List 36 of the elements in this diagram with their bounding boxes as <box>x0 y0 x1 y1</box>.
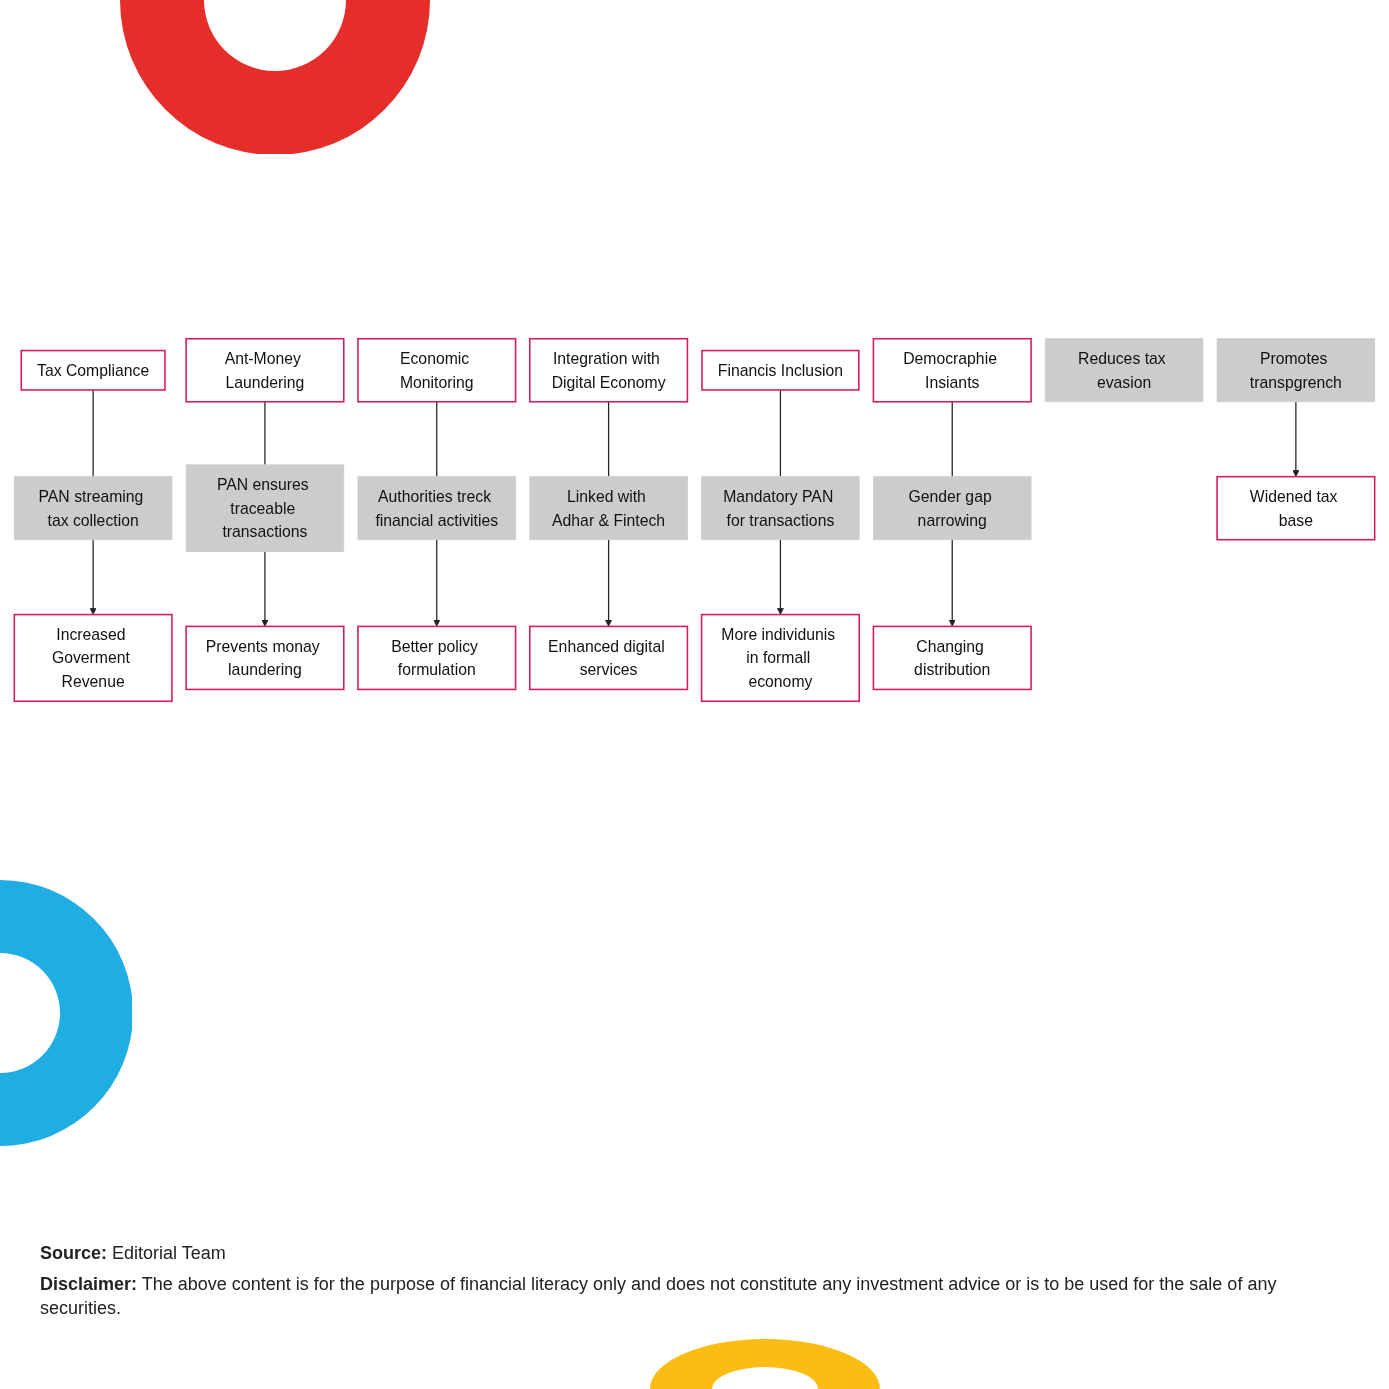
node-box: Integration with Digital Economy <box>529 337 689 403</box>
node-box: Better policy formulation <box>357 625 517 691</box>
node-box: Enhanced digital services <box>529 625 689 691</box>
node-box: Promotes transpgrench <box>1216 338 1376 403</box>
arrow <box>605 539 613 627</box>
node-box: Tax Compliance <box>20 349 166 391</box>
arrow <box>1292 401 1300 477</box>
connector <box>436 401 438 478</box>
node-box: Gender gap narrowing <box>873 476 1032 541</box>
disclaimer-note: Disclaimer: The above content is for the purpose of financial literacy only and does not constitute any investment advice or is to be used for the sale of any securities. <box>40 1273 1278 1320</box>
arrow <box>948 539 956 627</box>
arrow <box>433 539 441 627</box>
node-box: Reduces tax evasion <box>1044 338 1204 403</box>
arrow <box>89 539 97 615</box>
connector <box>951 401 953 478</box>
node-box: Linked with Adhar & Fintech <box>529 476 688 541</box>
node-box: Ant-Money Laundering <box>185 337 345 403</box>
source-note: Source: Editorial Team <box>40 1242 227 1265</box>
node-box: Authorities treck financial activities <box>357 476 516 541</box>
node-box: Democraphie Insiants <box>872 337 1032 403</box>
node-box: Economic Monitoring <box>357 337 517 403</box>
arrow <box>776 539 784 615</box>
node-box: PAN streaming tax collection <box>13 476 173 541</box>
node-box: Financis Inclusion <box>701 349 860 391</box>
arrow <box>261 550 269 627</box>
connector <box>779 389 782 478</box>
node-box: Increased Goverment Revenue <box>13 613 173 703</box>
connector <box>92 389 94 478</box>
node-box: More individunis in formall economy <box>700 613 860 703</box>
connector <box>264 401 266 466</box>
node-box: Changing distribution <box>872 625 1032 691</box>
node-box: Widened tax base <box>1216 475 1376 541</box>
node-box: PAN ensures traceable transactions <box>185 464 345 552</box>
node-box: Mandatory PAN for transactions <box>701 476 860 541</box>
connector <box>607 401 610 478</box>
node-box: Prevents monay laundering <box>185 625 345 691</box>
